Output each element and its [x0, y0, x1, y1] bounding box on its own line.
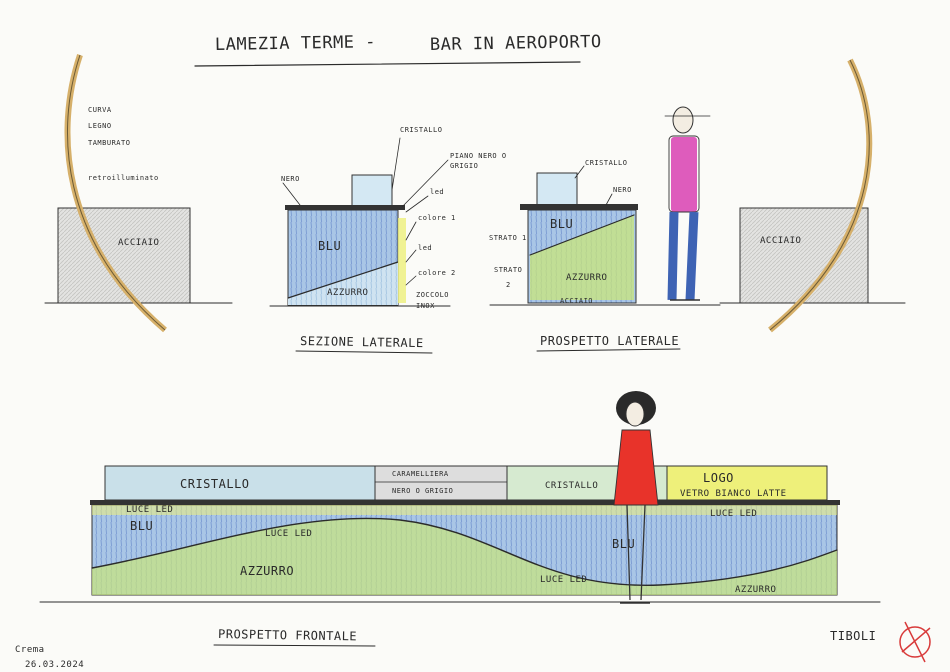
title-left: LAMEZIA TERME -: [215, 32, 376, 55]
section-zoccolo-1: ZOCCOLO: [416, 291, 449, 299]
front-nero-grigio: NERO O GRIGIO: [392, 487, 453, 495]
front-blu-right: BLU: [612, 537, 635, 551]
front-cristallo: CRISTALLO: [180, 477, 250, 491]
section-title: SEZIONE LATERALE: [300, 334, 424, 350]
person-woman: [613, 391, 659, 604]
side-blu: BLU: [550, 217, 573, 231]
section-azzurro: AZZURRO: [327, 288, 368, 298]
section-blu: BLU: [318, 239, 341, 253]
front-green-wave: [92, 518, 837, 595]
section-cristallo: CRISTALLO: [400, 126, 442, 134]
signature-mark-icon: [899, 621, 931, 663]
front-luce-led-2: LUCE LED: [265, 529, 312, 539]
footer-place: Crema: [15, 645, 45, 655]
front-azzurro: AZZURRO: [240, 564, 294, 578]
section-view: BLU AZZURRO CRISTALLO PIANO NERO O GRIGI…: [269, 126, 507, 354]
side-cristallo: CRISTALLO: [585, 159, 627, 167]
front-luce-led-1: LUCE LED: [126, 505, 173, 515]
footer: Crema 26.03.2024 TIBOLI: [15, 621, 931, 670]
header-title: LAMEZIA TERME - BAR IN AEROPORTO: [194, 32, 602, 67]
steel-label-right: ACCIAIO: [760, 236, 801, 246]
green-zone-side: [530, 215, 634, 300]
side-azzurro: AZZURRO: [566, 273, 607, 283]
right-panel: ACCIAIO: [719, 58, 906, 333]
led-strip-section: [398, 218, 406, 303]
curve-note-2: LEGNO: [88, 122, 112, 130]
black-top-side: [520, 204, 638, 210]
front-logo-sub: VETRO BIANCO LATTE: [680, 489, 787, 499]
section-piano-2: GRIGIO: [450, 162, 478, 170]
front-logo: LOGO: [703, 471, 734, 485]
front-azzurro-right: AZZURRO: [735, 585, 776, 595]
section-led-1: led: [430, 188, 444, 196]
footer-signature: TIBOLI: [830, 629, 876, 643]
front-title-underline: [213, 644, 376, 647]
section-colore-1: colore 1: [418, 214, 456, 222]
candy-jar: [374, 465, 508, 501]
glass-panel-side: [536, 172, 578, 206]
section-colore-2: colore 2: [418, 269, 456, 277]
front-title: PROSPETTO FRONTALE: [218, 627, 357, 643]
side-strato-2b: 2: [506, 281, 511, 289]
side-elevation: BLU AZZURRO ACCIAIO CRISTALLO NERO STRAT…: [489, 106, 721, 352]
front-elevation: CRISTALLO CARAMELLIERA NERO O GRIGIO CRI…: [39, 391, 881, 647]
logo-panel: [666, 465, 828, 501]
footer-date: 26.03.2024: [25, 660, 84, 670]
front-top: [90, 500, 840, 505]
curve-note-3: TAMBURATO: [88, 139, 130, 147]
side-acciaio: ACCIAIO: [560, 297, 593, 305]
side-strato-2a: STRATO: [494, 266, 522, 274]
curve-note-1: CURVA: [88, 106, 112, 114]
light-blue-zone-section: [288, 262, 398, 305]
title-underline: [194, 61, 581, 67]
left-panel: ACCIAIO CURVA LEGNO TAMBURATO retroillum…: [44, 54, 233, 333]
front-luce-led-bottom: LUCE LED: [540, 575, 587, 585]
side-nero: NERO: [613, 186, 632, 194]
glass-panel-section: [351, 174, 393, 208]
title-right: BAR IN AEROPORTO: [430, 32, 602, 55]
steel-label-left: ACCIAIO: [118, 238, 159, 248]
front-caramelliera: CARAMELLIERA: [392, 470, 449, 478]
black-top-section: [285, 205, 405, 210]
section-nero: NERO: [281, 175, 300, 183]
section-piano-1: PIANO NERO O: [450, 152, 507, 160]
side-title-underline: [536, 348, 681, 352]
side-strato-1: STRATO 1: [489, 234, 527, 242]
curve-note-extra: retroilluminato: [88, 174, 159, 182]
section-title-underline: [295, 350, 433, 354]
side-title: PROSPETTO LATERALE: [540, 334, 679, 348]
person-man: [664, 106, 711, 301]
section-led-2: led: [418, 244, 432, 252]
steel-cube-right: [739, 207, 869, 304]
front-wave-line: [91, 517, 838, 586]
front-led-top-strip: [92, 505, 837, 515]
front-luce-led-3: LUCE LED: [710, 509, 757, 519]
front-blu-left: BLU: [130, 519, 153, 533]
front-cristallo-2: CRISTALLO: [545, 481, 598, 491]
